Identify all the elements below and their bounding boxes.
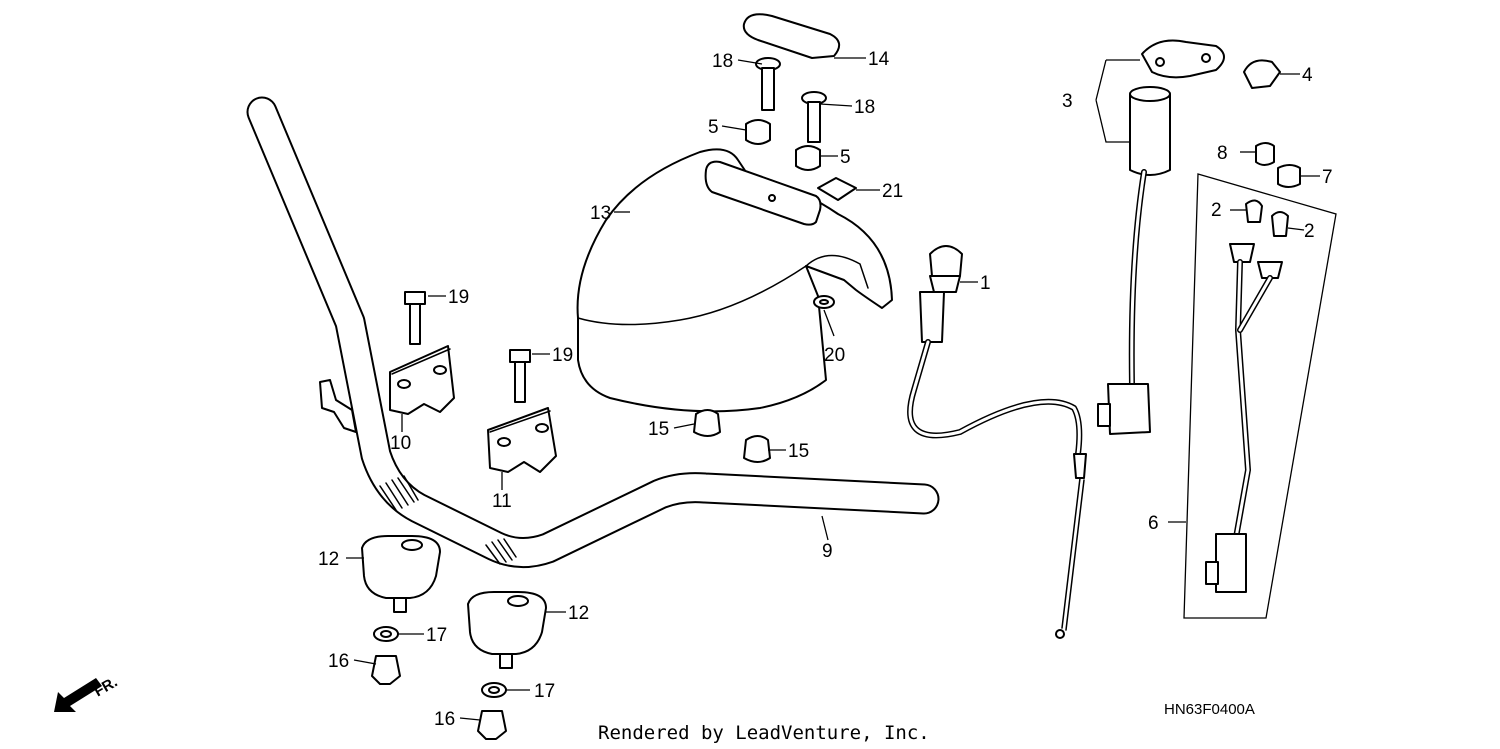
upper-holder-10 <box>389 345 455 415</box>
callout-15b: 15 <box>788 441 809 462</box>
callout-18a: 18 <box>712 51 733 72</box>
callout-17b: 17 <box>534 681 555 702</box>
leader-lines <box>346 57 1320 721</box>
grommet-15-left <box>693 409 721 437</box>
upper-holder-11 <box>487 407 557 473</box>
callout-3: 3 <box>1062 91 1073 112</box>
switch-3 <box>1097 39 1225 435</box>
lower-holder-12-left <box>361 535 441 613</box>
cover-cap <box>742 13 841 59</box>
callout-4: 4 <box>1302 65 1313 86</box>
callout-14: 14 <box>868 49 890 70</box>
callout-9: 9 <box>822 541 833 562</box>
front-direction-arrow <box>54 678 102 712</box>
callout-16a: 16 <box>328 651 349 672</box>
callout-5a: 5 <box>708 117 719 138</box>
grommet-5-right <box>795 145 821 171</box>
callout-1: 1 <box>980 273 991 294</box>
footer-credit: Rendered by LeadVenture, Inc. <box>598 722 930 744</box>
callout-15a: 15 <box>648 419 669 440</box>
clip-21 <box>817 177 857 201</box>
callout-13: 13 <box>590 203 611 224</box>
front-label: FR. <box>91 674 120 701</box>
handle-cover <box>576 148 893 413</box>
callout-2a: 2 <box>1211 200 1222 221</box>
callout-6: 6 <box>1148 513 1159 534</box>
washer-17-right <box>481 682 507 698</box>
callout-7: 7 <box>1322 167 1333 188</box>
nut-16-left <box>371 655 401 685</box>
callout-19a: 19 <box>448 287 469 308</box>
switch-1 <box>907 245 1087 639</box>
nut-16-right <box>477 710 507 740</box>
handlebar <box>246 96 940 568</box>
screw-18-left <box>755 57 781 111</box>
diagram-code: HN63F0400A <box>1164 701 1255 718</box>
callout-12b: 12 <box>568 603 589 624</box>
screw-18-right <box>801 91 827 143</box>
callout-18b: 18 <box>854 97 875 118</box>
callout-12a: 12 <box>318 549 339 570</box>
callout-numbers: 1 2 2 3 4 5 5 6 7 8 9 10 11 12 12 13 14 … <box>318 49 1333 730</box>
callout-17a: 17 <box>426 625 447 646</box>
callout-2b: 2 <box>1304 221 1315 242</box>
callout-16b: 16 <box>434 709 455 730</box>
callout-11: 11 <box>492 491 512 512</box>
bolt-19-left <box>404 291 426 345</box>
sub-harness-6 <box>1183 142 1337 619</box>
key-4 <box>1243 59 1281 89</box>
washer-20 <box>813 295 835 309</box>
grommet-5-left <box>745 119 771 145</box>
callout-19b: 19 <box>552 345 573 366</box>
callout-5b: 5 <box>840 147 851 168</box>
grommet-15-right <box>743 435 771 463</box>
callout-10: 10 <box>390 433 411 454</box>
callout-21: 21 <box>882 181 903 202</box>
callout-8: 8 <box>1217 143 1228 164</box>
washer-17-left <box>373 626 399 642</box>
callout-20: 20 <box>824 345 845 366</box>
bolt-19-right <box>509 349 531 403</box>
lower-holder-12-right <box>467 591 547 669</box>
